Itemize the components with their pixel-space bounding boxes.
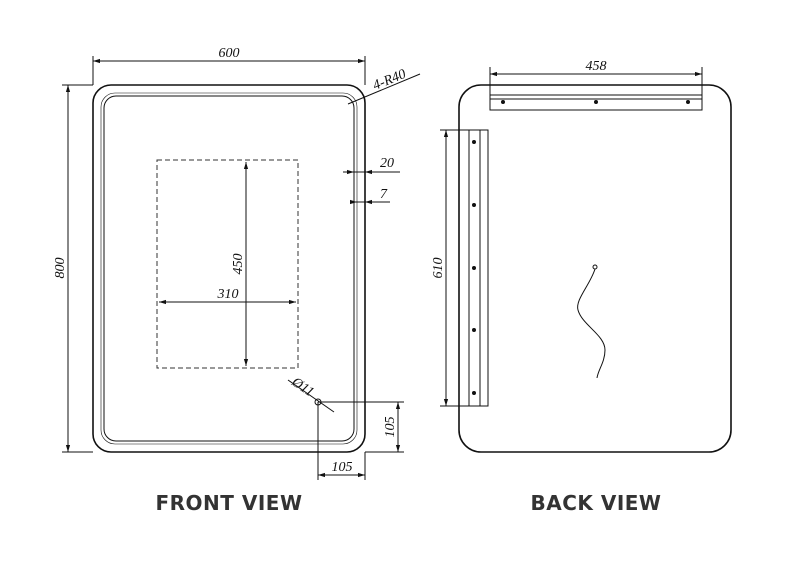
screw-icon xyxy=(472,203,476,207)
panel-height-label: 450 xyxy=(231,254,246,275)
screw-icon xyxy=(472,328,476,332)
corner-radius-label: 4-R40 xyxy=(371,67,408,94)
screw-icon xyxy=(472,266,476,270)
side-mounting-bar xyxy=(468,129,489,407)
power-cable xyxy=(577,268,606,379)
mirror-glass xyxy=(103,95,355,442)
screw-icon xyxy=(686,100,690,104)
top-bar-length-label: 458 xyxy=(586,59,607,74)
back-view-title: BACK VIEW xyxy=(530,491,661,515)
frosted-band-inner-edge xyxy=(100,92,358,445)
back-view: 458 610 BACK VIEW xyxy=(431,59,732,515)
hole-horizontal-offset-label: 105 xyxy=(332,460,353,475)
border-width-label: 20 xyxy=(380,156,394,171)
front-view-title: FRONT VIEW xyxy=(155,491,302,515)
width-dimension: 600 xyxy=(219,46,240,61)
screw-icon xyxy=(472,391,476,395)
mirror-back-outline xyxy=(458,84,732,453)
screw-icon xyxy=(472,140,476,144)
top-mounting-bar xyxy=(489,94,703,111)
side-bar-length-label: 610 xyxy=(431,258,446,279)
screw-icon xyxy=(594,100,598,104)
hole-vertical-offset-label: 105 xyxy=(383,417,398,438)
panel-width-label: 310 xyxy=(217,287,239,302)
front-view: 600 800 4-R40 20 7 450 310 Ø11 105 xyxy=(53,46,421,515)
height-dimension: 800 xyxy=(53,258,68,279)
cable-icon xyxy=(592,264,598,270)
mirror-outline xyxy=(92,84,366,453)
display-panel-outline xyxy=(156,159,299,369)
screw-icon xyxy=(501,100,505,104)
frost-width-label: 7 xyxy=(380,187,388,202)
